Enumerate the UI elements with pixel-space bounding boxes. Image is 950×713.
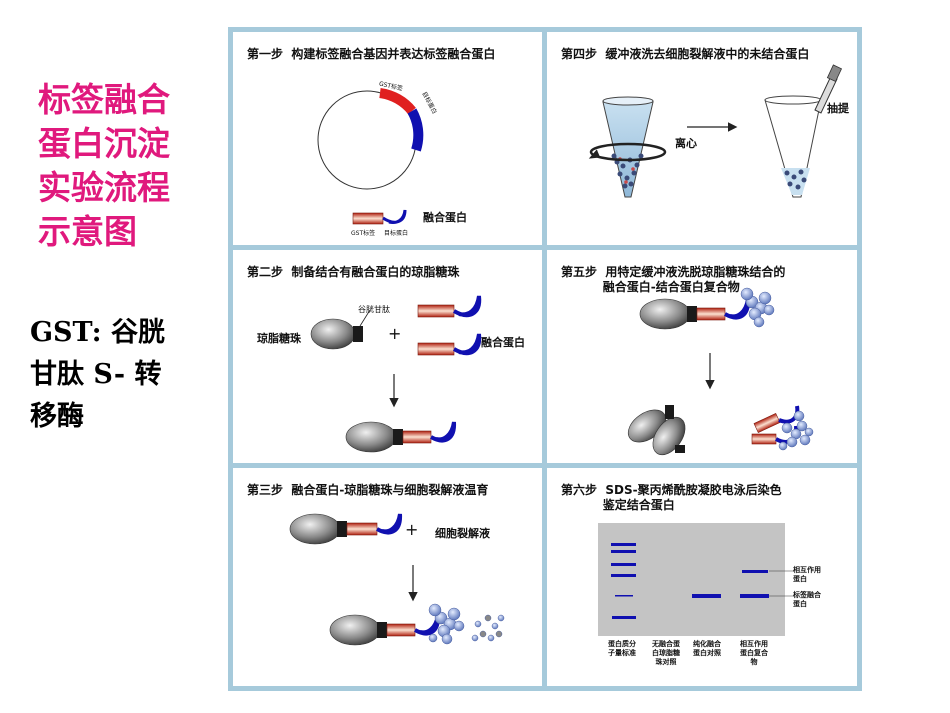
plasmid-diagram bbox=[317, 88, 424, 225]
small-target-label: 目标蛋白 bbox=[384, 230, 409, 237]
title-line: 实验流程 bbox=[38, 168, 170, 207]
agarose-beads-label: 琼脂糖珠 bbox=[257, 332, 301, 345]
bead-binding-diagram bbox=[310, 295, 482, 453]
step6-title: 第六步 SDS-聚丙烯酰胺凝胶电泳后染色 鉴定结合蛋白 bbox=[561, 483, 782, 512]
gst-line: 甘肽 S- 转 bbox=[30, 359, 162, 390]
small-gst-label: GST标签 bbox=[351, 230, 376, 237]
elution-diagram bbox=[627, 287, 814, 456]
step1-panel: 第一步 构建标签融合基因并表达标签融合蛋白 GST标签 目标蛋白 融合蛋白 GS… bbox=[233, 32, 542, 245]
centrifuge-label: 离心 bbox=[675, 137, 697, 150]
page-title: 标签融合 蛋白沉淀 实验流程 示意图 bbox=[38, 78, 198, 254]
gst-line: GST: 谷胱 bbox=[30, 317, 166, 348]
step2-panel: 第二步 制备结合有融合蛋白的琼脂糖珠 谷胱甘肽 琼脂糖珠 + 融合蛋白 bbox=[233, 250, 542, 463]
step4-panel: 第四步 缓冲液洗去细胞裂解液中的未结合蛋白 bbox=[547, 32, 857, 245]
extract-label: 抽提 bbox=[827, 102, 849, 115]
title-line: 标签融合 bbox=[38, 80, 170, 119]
band-interacting-label: 相互作用 蛋白 bbox=[793, 566, 821, 583]
fusion-protein-label: 融合蛋白 bbox=[481, 336, 525, 349]
lane-label-marker: 蛋白质分 子量标准 bbox=[608, 640, 636, 657]
centrifuge-diagram bbox=[588, 64, 843, 198]
title-line: 蛋白沉淀 bbox=[38, 124, 170, 163]
glutathione-label: 谷胱甘肽 bbox=[358, 305, 390, 314]
step5-panel: 第五步 用特定缓冲液洗脱琼脂糖珠结合的 融合蛋白-结合蛋白复合物 bbox=[547, 250, 857, 463]
plus-sign: + bbox=[388, 324, 402, 343]
band-fusion-label: 标签融合 蛋白 bbox=[793, 591, 821, 608]
flowchart-frame: 第一步 构建标签融合基因并表达标签融合蛋白 GST标签 目标蛋白 融合蛋白 GS… bbox=[228, 27, 862, 691]
title-line: 示意图 bbox=[38, 212, 137, 251]
sds-page-gel bbox=[598, 523, 794, 636]
gst-line: 移酶 bbox=[30, 401, 84, 432]
step5-title: 第五步 用特定缓冲液洗脱琼脂糖珠结合的 融合蛋白-结合蛋白复合物 bbox=[561, 265, 786, 294]
fusion-protein-label: 融合蛋白 bbox=[423, 211, 467, 224]
step6-panel: 第六步 SDS-聚丙烯酰胺凝胶电泳后染色 鉴定结合蛋白 相互作用 蛋白 标签融合… bbox=[547, 468, 857, 686]
lane-label-bead-control: 无融合蛋 白琼脂糖 珠对照 bbox=[652, 640, 680, 666]
step2-title: 第二步 制备结合有融合蛋白的琼脂糖珠 bbox=[247, 265, 460, 279]
step1-title: 第一步 构建标签融合基因并表达标签融合蛋白 bbox=[247, 47, 496, 61]
gst-definition: GST: 谷胱 甘肽 S- 转 移酶 bbox=[30, 312, 210, 438]
cell-lysate-label: 细胞裂解液 bbox=[435, 527, 490, 540]
incubation-diagram bbox=[289, 513, 505, 646]
lane-label-fusion-control: 纯化融合 蛋白对照 bbox=[693, 640, 721, 657]
plus-sign: + bbox=[405, 520, 419, 539]
step3-panel: 第三步 融合蛋白-琼脂糖珠与细胞裂解液温育 + 细胞裂 bbox=[233, 468, 542, 686]
lane-label-complex: 相互作用 蛋白复合 物 bbox=[740, 640, 768, 666]
step3-title: 第三步 融合蛋白-琼脂糖珠与细胞裂解液温育 bbox=[247, 483, 489, 497]
step4-title: 第四步 缓冲液洗去细胞裂解液中的未结合蛋白 bbox=[561, 47, 810, 61]
